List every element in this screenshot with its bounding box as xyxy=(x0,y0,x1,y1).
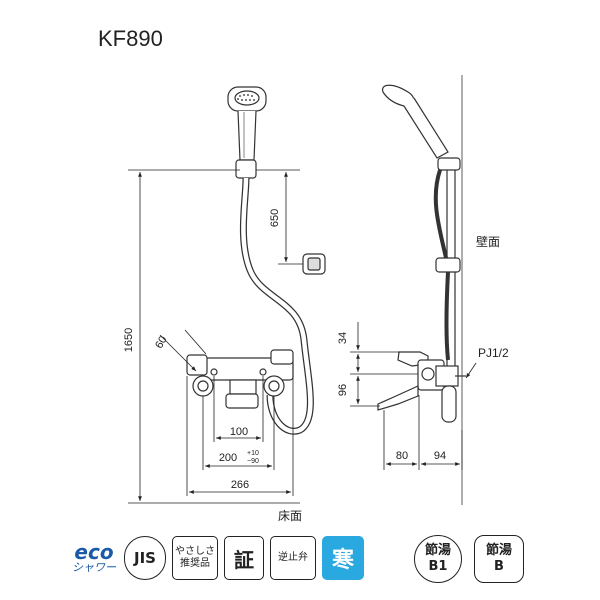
dim-80: 80 xyxy=(396,450,408,462)
shower-holder-front xyxy=(235,159,257,179)
floor-label: 床面 xyxy=(278,509,302,523)
spout-side xyxy=(377,385,419,411)
check-valve-badge: 逆止弁 xyxy=(270,536,316,580)
dim-34: 34 xyxy=(337,332,349,344)
dim-200-tol-plus: +10 xyxy=(247,450,259,457)
cold-region-badge: 寒 xyxy=(322,536,364,580)
front-dimensions xyxy=(128,169,303,504)
spout-front xyxy=(225,393,259,409)
dim-200-tol-minus: −90 xyxy=(247,458,259,465)
dim-200: 200 xyxy=(219,452,237,464)
dim-650: 650 xyxy=(269,209,281,227)
left-leg xyxy=(192,375,214,397)
side-dimensions xyxy=(350,322,477,470)
hose-inner xyxy=(241,177,313,434)
dim-94: 94 xyxy=(434,450,446,462)
certification-badges: eco シャワー JIS やさしさ 推奨品 証 逆止弁 寒 xyxy=(70,535,364,581)
pipe-label: PJ1/2 xyxy=(478,346,509,360)
certificate-badge: 証 xyxy=(224,536,264,580)
wall-label: 壁面 xyxy=(476,234,500,249)
right-handle xyxy=(270,349,294,365)
leg-side xyxy=(441,385,457,423)
bar-holder-top xyxy=(437,157,461,171)
jis-badge: JIS xyxy=(124,536,166,580)
model-title: KF890 xyxy=(98,26,163,51)
eco-shower-badge: eco シャワー xyxy=(70,536,118,580)
setsuyu-b-badge: 節湯 B xyxy=(474,535,524,583)
bar-holder-mid xyxy=(435,257,461,273)
front-view xyxy=(186,86,326,435)
dim-1650: 1650 xyxy=(123,328,135,352)
right-leg xyxy=(263,375,285,397)
side-view xyxy=(377,75,466,505)
dim-100: 100 xyxy=(230,426,248,438)
dim-266: 266 xyxy=(231,479,249,491)
side-labels: 34 96 80 94 壁面 PJ1/2 床面 xyxy=(278,234,509,523)
front-dimension-labels: 1650 650 60 100 200 +10 −90 266 xyxy=(123,209,281,491)
dim-96: 96 xyxy=(337,384,349,396)
dim-60: 60 xyxy=(153,334,170,351)
setsuyu-b1-badge: 節湯 B1 xyxy=(414,535,462,583)
shower-head-front xyxy=(227,86,267,161)
yasashisa-badge: やさしさ 推奨品 xyxy=(172,536,218,580)
